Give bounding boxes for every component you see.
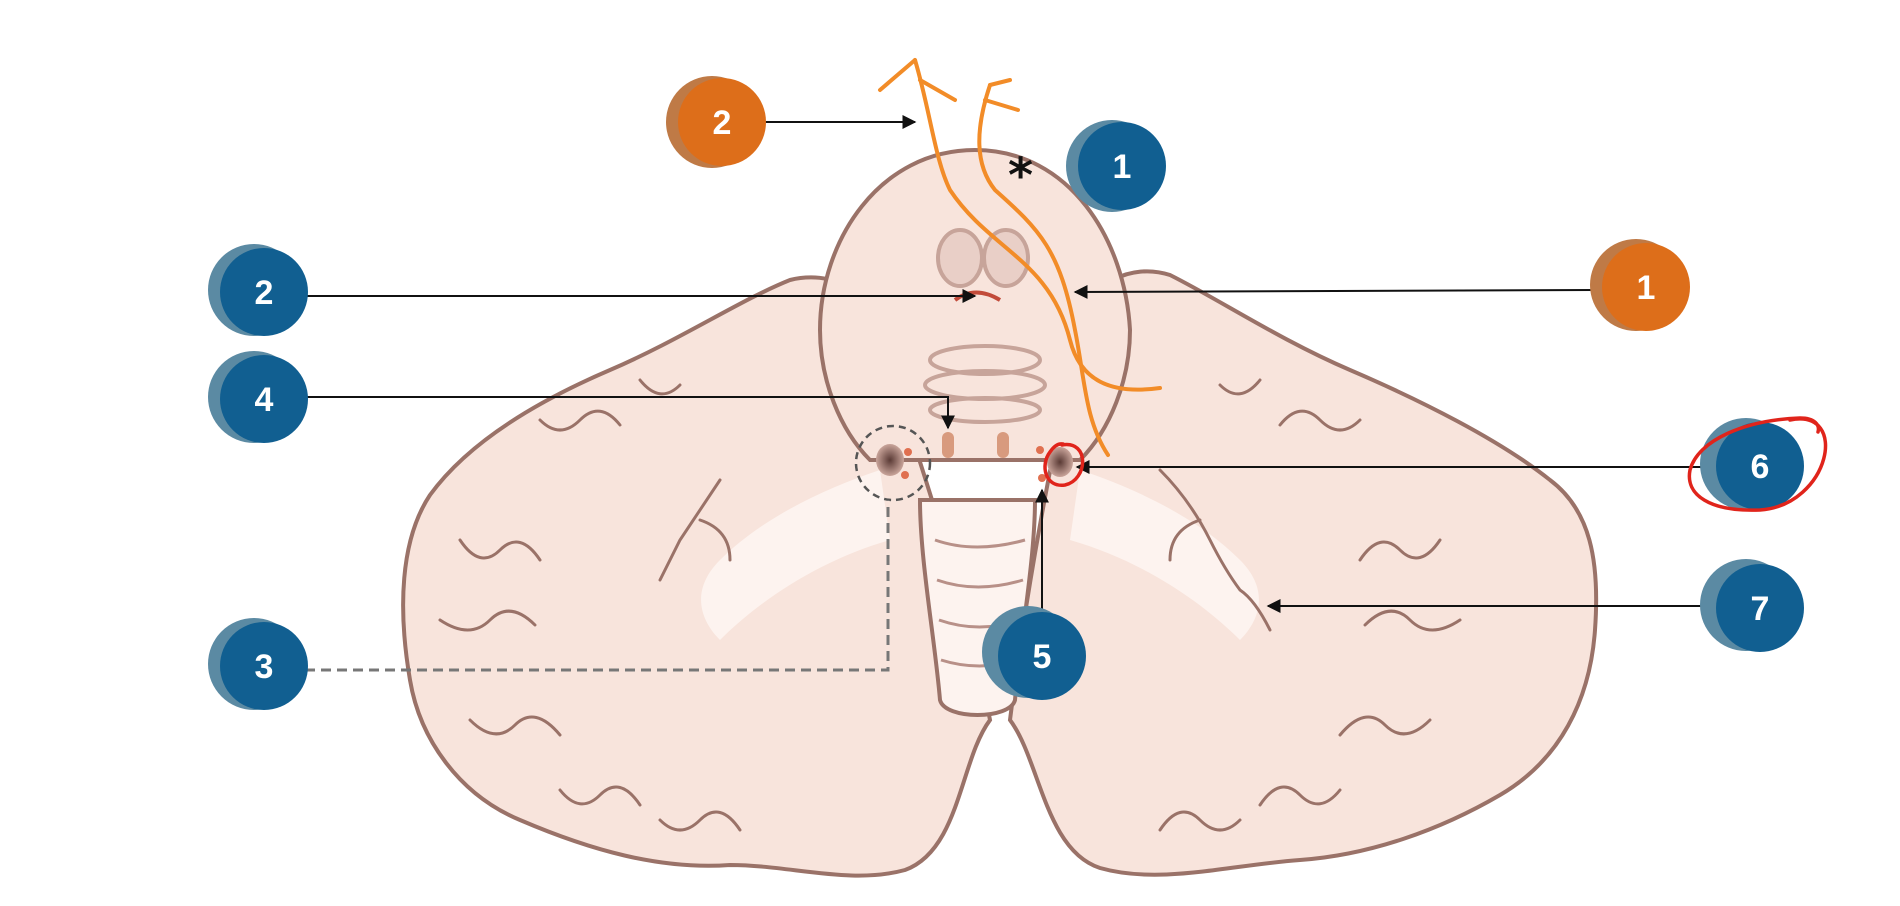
blue-marker-4: 4 [208, 351, 308, 443]
svg-text:2: 2 [255, 274, 274, 312]
svg-text:6: 6 [1751, 448, 1770, 486]
asterisk: * [1008, 148, 1033, 204]
leader-blue-4 [305, 396, 955, 430]
nuclei [876, 432, 1073, 482]
left-arbor-vitae [701, 470, 890, 640]
right-arbor-vitae [1070, 470, 1259, 640]
leader-blue-3-dashed [305, 500, 890, 672]
nucleus-3-target [876, 444, 904, 476]
blue-marker-7: 7 [1700, 559, 1804, 652]
svg-text:1: 1 [1113, 148, 1132, 186]
svg-text:2: 2 [713, 104, 732, 142]
nucleus-6-target [1047, 447, 1073, 477]
svg-text:4: 4 [255, 381, 274, 419]
superior-colliculi [936, 228, 1030, 288]
leader-orange-1 [1073, 284, 1596, 299]
pontine-rings [923, 344, 1047, 424]
svg-text:5: 5 [1033, 638, 1052, 676]
svg-text:1: 1 [1637, 269, 1656, 307]
cerebellar-folia [438, 378, 1462, 832]
blue-marker-5: 5 [982, 606, 1086, 700]
pons [817, 147, 1133, 462]
dashed-circle-3 [854, 424, 932, 502]
blue-marker-3: 3 [208, 618, 308, 710]
blue-marker-2: 2 [208, 244, 308, 336]
svg-text:3: 3 [255, 648, 274, 686]
red-annotations [1043, 416, 1828, 512]
svg-text:7: 7 [1751, 590, 1770, 628]
red-circle-target-6 [1043, 442, 1085, 487]
leader-lines [305, 115, 1720, 630]
red-circle-marker-6 [1687, 416, 1828, 512]
blue-marker-6: 6 [1700, 418, 1804, 510]
blue-marker-1: 1 [1066, 120, 1166, 212]
orange-marker-1: 1 [1590, 239, 1690, 331]
orange-nerve [878, 58, 1162, 457]
orange-marker-2: 2 [666, 76, 766, 168]
